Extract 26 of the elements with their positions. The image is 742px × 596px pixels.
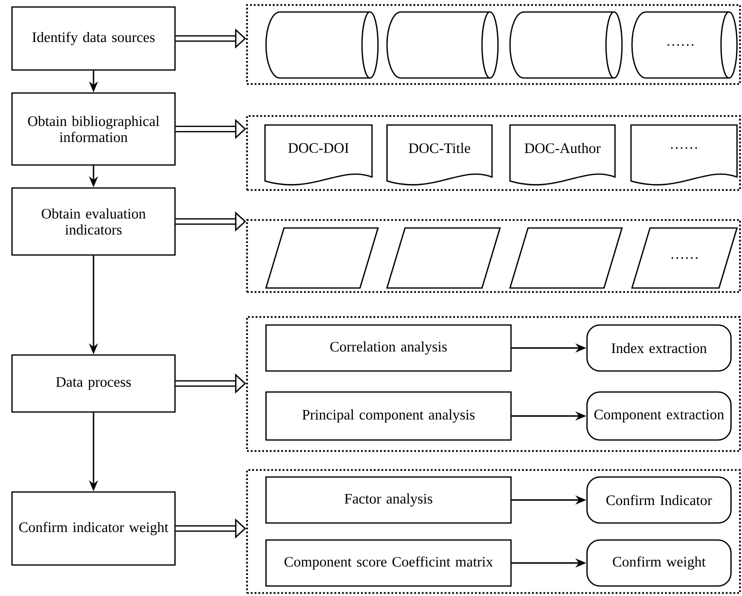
database-cylinder (265, 11, 379, 79)
database-cylinder (509, 11, 623, 79)
result-box: Index extraction (586, 324, 732, 372)
database-cylinder (386, 11, 499, 79)
result-box: Confirm Indicator (586, 476, 732, 524)
dotted-frame (246, 115, 741, 191)
database-cylinder: …… (631, 11, 738, 79)
dotted-frame (246, 469, 741, 594)
data-parallelogram: …… (631, 227, 738, 289)
data-parallelogram (386, 227, 501, 289)
analysis-box: Component score Coefficint matrix (265, 539, 512, 587)
data-parallelogram (509, 227, 623, 289)
dotted-frame (246, 4, 741, 85)
data-parallelogram (265, 227, 379, 289)
process-box: Obtain bibliographical information (11, 92, 176, 166)
analysis-box: Correlation analysis (265, 324, 512, 372)
dotted-frame (246, 219, 741, 293)
process-box: Data process (11, 354, 176, 413)
result-box: Confirm weight (586, 539, 732, 587)
result-box: Component extraction (586, 391, 732, 441)
process-box: Confirm indicator weight (11, 491, 176, 566)
process-box: Obtain evaluation indicators (11, 187, 176, 256)
dotted-frame (246, 316, 741, 452)
analysis-box: Principal component analysis (265, 391, 512, 441)
analysis-box: Factor analysis (265, 476, 512, 524)
process-box: Identify data sources (11, 6, 176, 71)
